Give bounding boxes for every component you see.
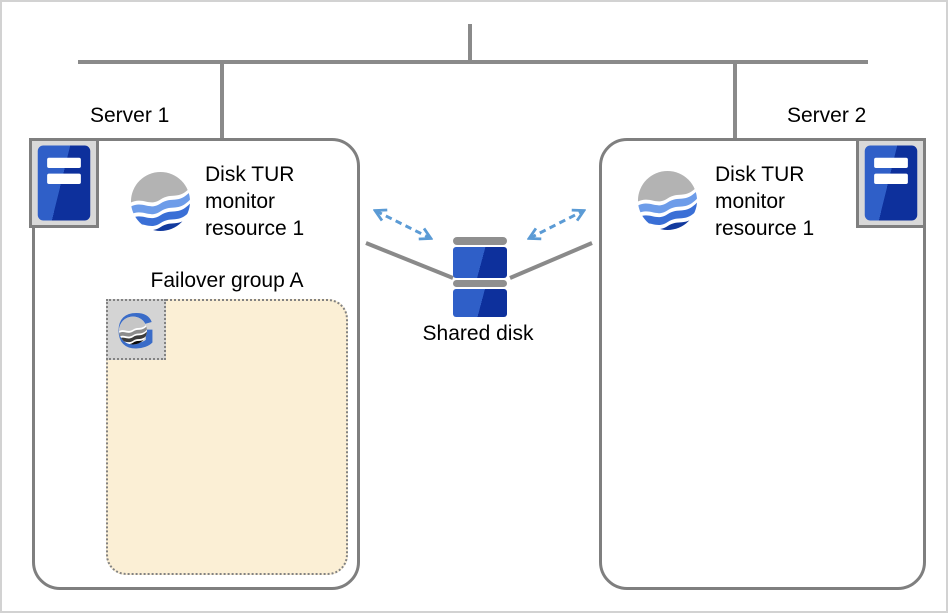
shared-disk-icon [453, 237, 507, 317]
server1-monitor-resource-label: Disk TUR monitor resource 1 [205, 163, 305, 240]
server2-monitor-resource-label: Disk TUR monitor resource 1 [715, 163, 815, 240]
shared-disk-label: Shared disk [422, 322, 534, 345]
server-tower-icon [37, 145, 91, 221]
server2-machine-icon [856, 138, 926, 228]
failover-group-label: Failover group A [150, 269, 304, 292]
server2-label: Server 2 [787, 104, 867, 127]
disk-unit [453, 289, 507, 317]
failover-group-icon: G [106, 299, 166, 360]
server1-disk-line [365, 241, 454, 280]
server2-disk-line [509, 241, 593, 280]
server1-monitor-resource-icon [130, 171, 191, 232]
server1-monitor-arrow [376, 211, 430, 238]
server-tower-icon [864, 145, 918, 221]
server1-label: Server 1 [90, 104, 170, 127]
disk-unit [453, 247, 507, 278]
server2-monitor-resource-icon [637, 170, 698, 231]
server1-machine-icon [29, 138, 99, 228]
server2-monitor-arrow [530, 211, 583, 238]
disk-cap [453, 280, 507, 287]
grayscale-globe-icon [119, 316, 147, 345]
disk-cap [453, 237, 507, 245]
group-g-icon: G [116, 304, 155, 356]
